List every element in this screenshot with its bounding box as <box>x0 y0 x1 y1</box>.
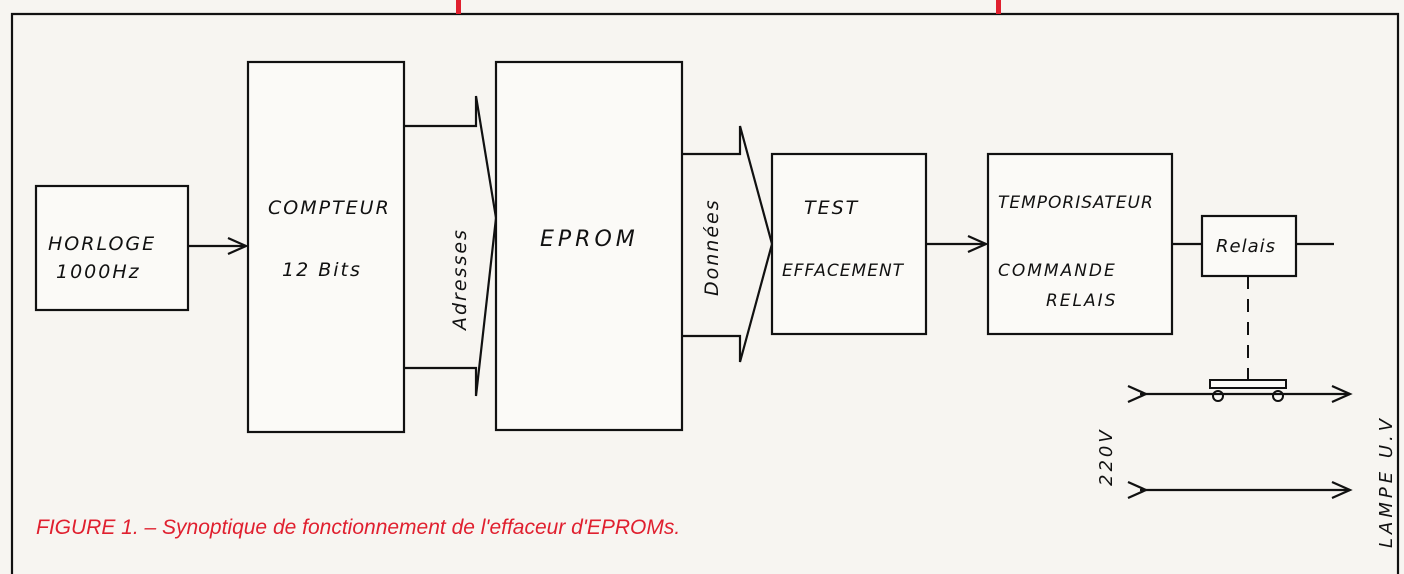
power-line-top-arrow-head <box>1331 384 1353 404</box>
adresses-bus-label: Adresses <box>449 228 471 332</box>
donnees-bus-arrow <box>682 125 774 363</box>
relay-switch-terminal-left <box>1212 390 1224 402</box>
test-label-1: TEST <box>804 197 859 219</box>
arrow-head-horloge-compteur <box>227 236 249 256</box>
eprom-block <box>494 60 684 432</box>
tempo-label-2: COMMANDE <box>998 261 1117 281</box>
lamp-label: LAMPE U.V <box>1376 415 1397 548</box>
test-effacement-block <box>770 152 928 336</box>
header-red-tab-right <box>996 0 1001 14</box>
voltage-label: 220V <box>1096 427 1117 486</box>
horloge-label-2: 1000Hz <box>56 261 141 283</box>
relay-switch-terminal-right <box>1272 390 1284 402</box>
figure-caption: FIGURE 1. – Synoptique de fonctionnement… <box>36 516 681 539</box>
test-label-2: EFFACEMENT <box>782 261 905 281</box>
relais-label: Relais <box>1216 236 1276 257</box>
tempo-label-1: TEMPORISATEUR <box>998 193 1154 213</box>
relay-switch-contact <box>1209 379 1287 389</box>
arrow-head-test-tempo <box>967 234 989 254</box>
eprom-label: EPROM <box>540 227 639 252</box>
compteur-label-1: COMPTEUR <box>268 197 391 219</box>
power-line-bottom-arrow-head <box>1331 480 1353 500</box>
horloge-block <box>34 184 190 312</box>
horloge-label-1: HORLOGE <box>48 233 156 255</box>
compteur-block <box>246 60 406 434</box>
header-red-tab-left <box>456 0 461 14</box>
tempo-label-3: RELAIS <box>1046 291 1117 311</box>
donnees-bus-label: Données <box>701 198 723 296</box>
outer-frame <box>10 12 1400 574</box>
compteur-label-2: 12 Bits <box>282 259 362 281</box>
